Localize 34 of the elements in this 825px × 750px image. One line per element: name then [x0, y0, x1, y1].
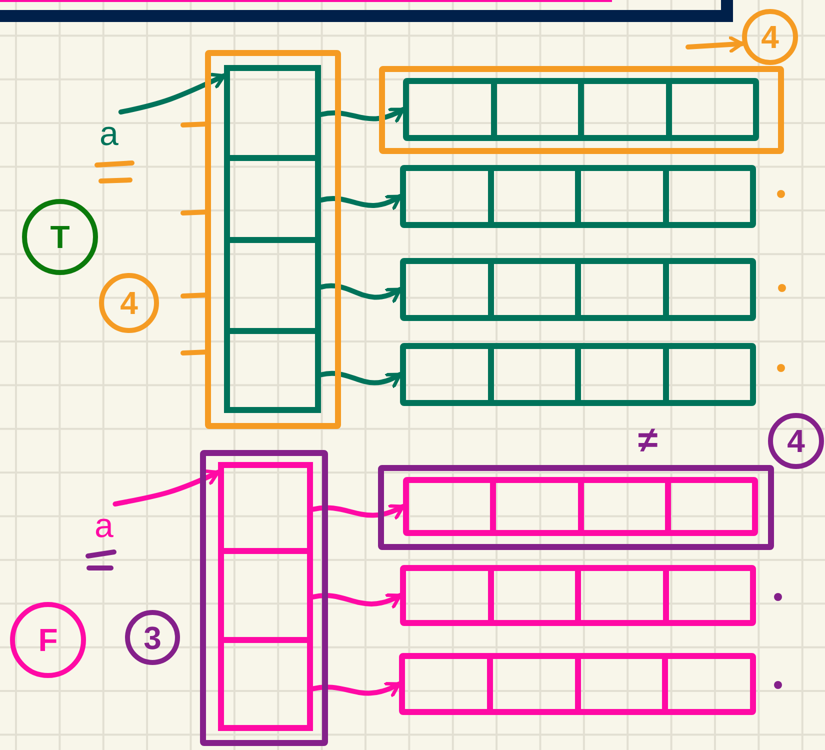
highlight-frame: [379, 66, 784, 154]
array-row: [400, 258, 756, 321]
variable-label: a: [92, 112, 126, 156]
variable-label: a: [88, 504, 120, 548]
arrow: [686, 36, 744, 53]
arrow: [318, 370, 402, 388]
arrow: [112, 469, 220, 506]
array-row: [400, 343, 756, 406]
circled-symbol: 4: [742, 9, 798, 65]
arrow: [310, 503, 406, 520]
array-row: [400, 165, 756, 228]
array-cell: [218, 637, 313, 731]
array-row: [403, 477, 758, 536]
highlight-frame: [205, 50, 341, 429]
arrow: [318, 107, 406, 123]
array-cell: [224, 328, 321, 413]
highlight-frame: [200, 450, 328, 746]
arrow: [310, 681, 402, 697]
array-row: [403, 78, 759, 141]
circled-symbol: F: [10, 602, 86, 678]
circled-symbol: 4: [99, 273, 159, 333]
circled-symbol: T: [22, 199, 98, 275]
arrow: [318, 283, 402, 303]
circled-symbol: 4: [768, 413, 824, 469]
arrow: [310, 592, 402, 608]
arrow: [118, 72, 226, 114]
array-column: [218, 462, 313, 731]
arrow: [318, 194, 402, 210]
array-row: [399, 653, 756, 715]
array-column: [224, 65, 321, 413]
highlight-frame: [378, 465, 774, 550]
not-equal-sign: ≠: [638, 422, 658, 458]
array-row: [400, 565, 756, 626]
circled-symbol: 3: [125, 610, 180, 665]
